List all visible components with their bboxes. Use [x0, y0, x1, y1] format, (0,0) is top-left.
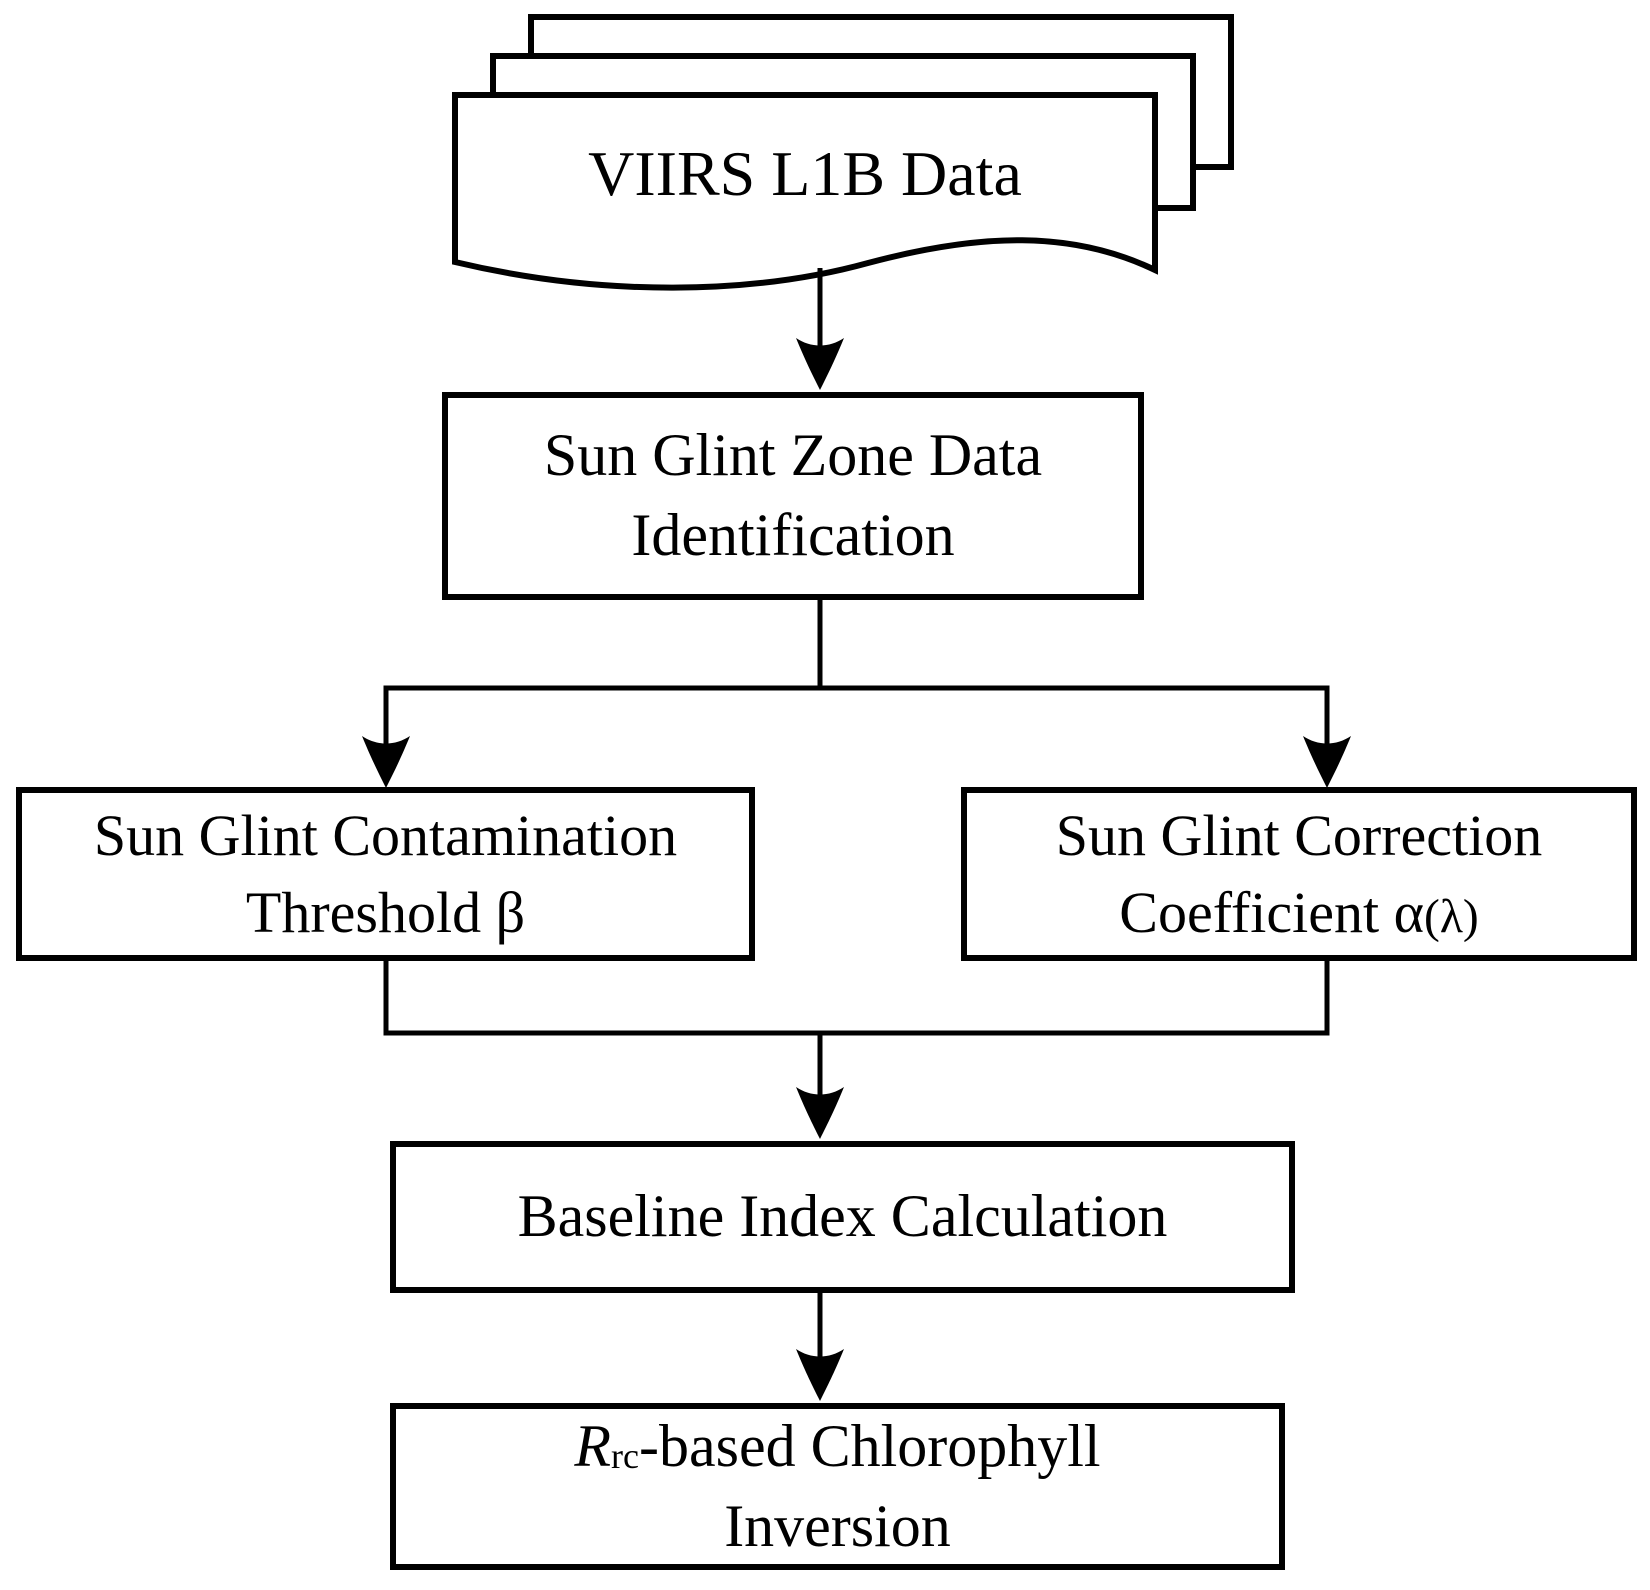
arrowhead-to-identification	[796, 338, 844, 390]
zone-identification-line1: Sun Glint Zone Data	[543, 422, 1043, 489]
correction-coefficient-lambda: (λ)	[1424, 891, 1479, 943]
correction-coefficient-line2: Coefficient α(λ)	[1119, 874, 1478, 951]
rrc-subscript: rc	[611, 1435, 639, 1476]
correction-coefficient-line1: Sun Glint Correction	[1055, 802, 1543, 868]
contamination-threshold-line1: Sun Glint Contamination	[93, 802, 678, 868]
zone-identification-line2: Identification	[631, 502, 955, 568]
arrowhead-to-threshold	[362, 736, 410, 788]
node-zone-identification: Sun Glint Zone Data Identification	[442, 392, 1144, 600]
node-correction-coefficient: Sun Glint Correction Coefficient α(λ)	[961, 787, 1637, 961]
arrowhead-to-coefficient	[1303, 736, 1351, 788]
chlorophyll-inversion-line1: Rrc-based Chlorophyll	[574, 1407, 1100, 1487]
edge-merge-to-baseline	[383, 958, 1330, 1131]
viirs-document-stack	[452, 14, 1234, 291]
document-page-front	[452, 92, 1158, 291]
chlorophyll-inversion-line1-rest: -based Chlorophyll	[639, 1412, 1101, 1479]
baseline-index-label: Baseline Index Calculation	[517, 1183, 1168, 1250]
node-viirs-data-label: VIIRS L1B Data	[455, 95, 1155, 253]
arrowhead-to-baseline	[796, 1087, 844, 1139]
chlorophyll-inversion-line2: Inversion	[724, 1492, 951, 1559]
node-baseline-index: Baseline Index Calculation	[390, 1141, 1295, 1293]
edge-identification-split	[383, 597, 1330, 780]
correction-coefficient-line2-main: Coefficient α	[1119, 880, 1424, 945]
node-chlorophyll-inversion: Rrc-based Chlorophyll Inversion	[390, 1403, 1285, 1570]
rrc-variable: R	[574, 1412, 612, 1479]
contamination-threshold-line2: Threshold β	[245, 880, 526, 945]
node-contamination-threshold: Sun Glint Contamination Threshold β	[16, 787, 755, 961]
viirs-data-text: VIIRS L1B Data	[588, 138, 1022, 209]
arrowhead-to-inversion	[796, 1349, 844, 1401]
